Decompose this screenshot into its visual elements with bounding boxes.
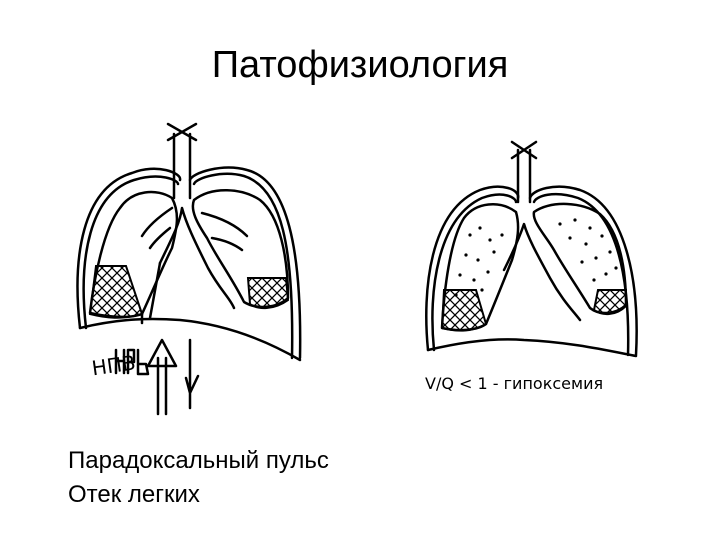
down-arrow-icon (184, 338, 200, 410)
body-line: Отек легких (68, 481, 200, 508)
left-lung-base-hatch (440, 289, 488, 332)
edema-dots (454, 218, 618, 297)
chest-outline (76, 166, 302, 360)
right-chest-diagram (425, 140, 638, 358)
up-arrow-icon (146, 338, 178, 416)
right-lung-base-hatch (246, 277, 290, 310)
chest-outline (425, 185, 638, 357)
vq-caption: V/Q < 1 - гипоксемия (425, 374, 604, 393)
left-lung-base-hatch (88, 265, 144, 319)
body-line: Парадоксальный пульс (68, 447, 329, 474)
slide-title: Патофизиология (211, 44, 509, 86)
trachea (172, 132, 192, 200)
mediastinum (502, 222, 582, 322)
mediastinum (158, 206, 236, 310)
trachea (516, 148, 532, 204)
right-lung-base-hatch (592, 289, 627, 316)
left-chest-diagram: НПВ (76, 122, 302, 416)
body-text: Парадоксальный пульс Отек легких (68, 444, 329, 512)
ivc-label: НПВ (90, 350, 137, 380)
